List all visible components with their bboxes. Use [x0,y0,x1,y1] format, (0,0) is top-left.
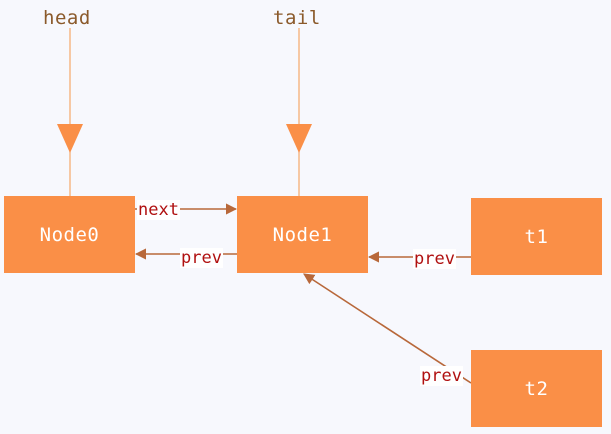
t1-box: t1 [471,198,602,275]
node0-next-label: next [137,200,180,220]
t2-box: t2 [471,350,602,427]
node1-box: Node1 [237,196,368,273]
node0-box: Node0 [4,196,135,273]
head-label: head [43,7,91,29]
t2-prev-arrow [303,273,472,384]
t1-prev-label: prev [413,249,456,269]
node1-prev-label: prev [180,248,223,268]
tail-pointer-arrow [286,124,312,153]
tail-label: tail [273,7,321,29]
head-pointer-arrow [57,124,83,153]
t2-prev-label: prev [420,366,463,386]
